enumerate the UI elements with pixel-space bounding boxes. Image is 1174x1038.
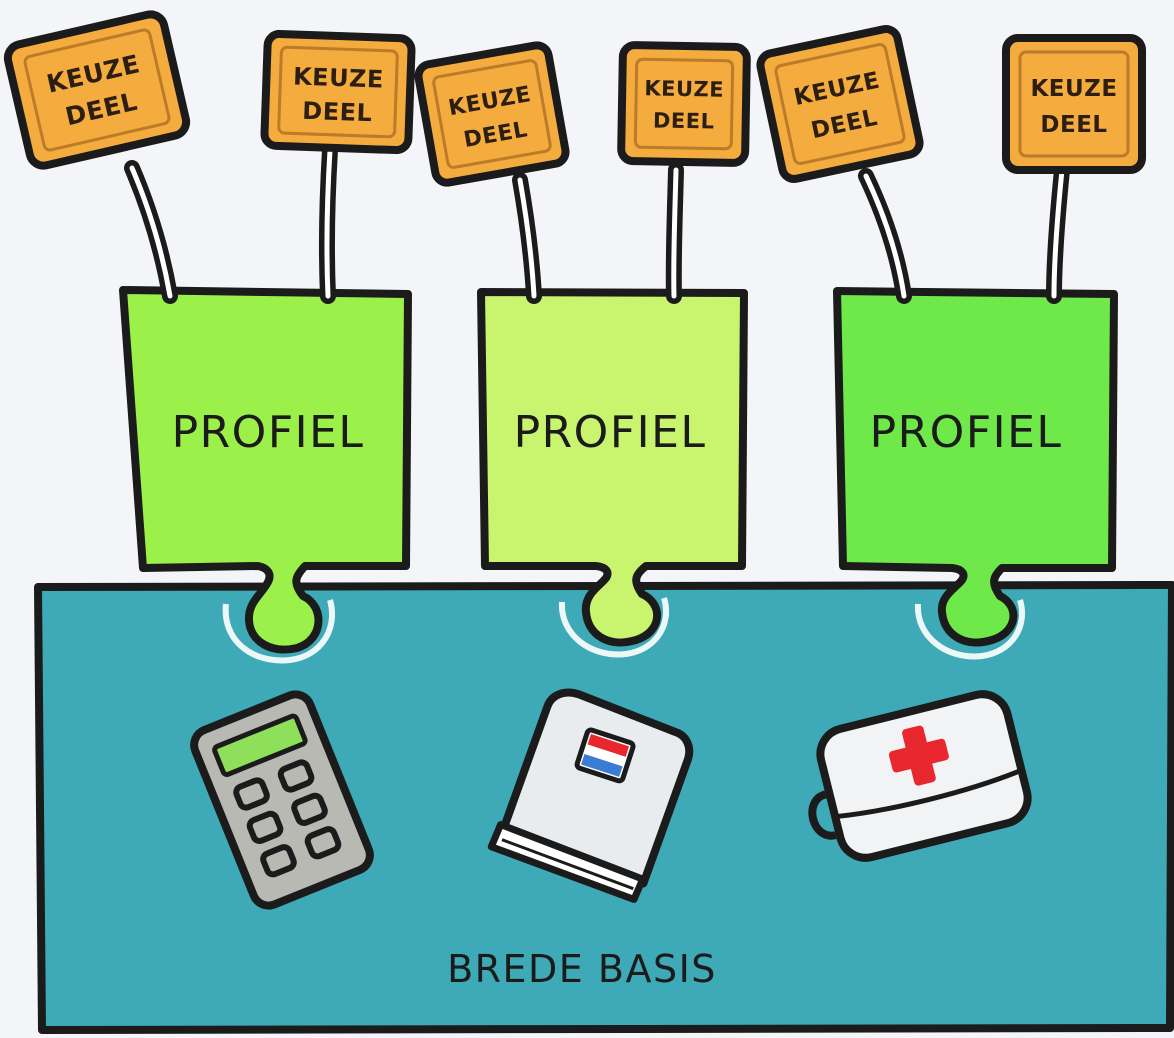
profiel-1-shape: [119, 286, 412, 654]
profiel-2-label: PROFIEL: [514, 407, 707, 458]
profiel-3-knob-halo: [914, 599, 1025, 660]
sign-4-line2: DEEL: [653, 108, 715, 133]
sign-6-line2: DEEL: [1040, 112, 1107, 138]
sign-2-line2: DEEL: [302, 97, 373, 127]
keuzedeel-sign-6: KEUZE DEEL: [1002, 34, 1146, 174]
keuzedeel-sign-2: KEUZE DEEL: [260, 29, 416, 155]
sign-6-line1: KEUZE: [1030, 76, 1117, 102]
keuzedeel-sign-1: KEUZE DEEL: [3, 10, 191, 170]
profiel-block-3: [833, 287, 1118, 660]
profiel-1-label: PROFIEL: [172, 407, 365, 458]
sign-4-line1: KEUZE: [644, 76, 724, 101]
profiel-block-1: [119, 286, 412, 664]
profiel-2-knob-halo: [558, 597, 669, 658]
sign-posts: [124, 142, 1070, 304]
sign-2-line1: KEUZE: [293, 62, 385, 93]
brede-basis-label: BREDE BASIS: [447, 947, 717, 991]
profiel-3-label: PROFIEL: [870, 407, 1063, 458]
profiel-1-knob-halo: [222, 599, 335, 664]
book-icon: [487, 688, 694, 903]
profiel-block-2: [477, 288, 748, 658]
profiel-3-shape: [833, 287, 1118, 647]
calculator-icon: [190, 690, 374, 910]
keuzedeel-sign-5: KEUZE DEEL: [756, 25, 924, 183]
keuzedeel-sign-4: KEUZE DEEL: [617, 41, 751, 167]
profiel-2-shape: [477, 288, 748, 647]
keuzedeel-sign-3: KEUZE DEEL: [414, 41, 570, 187]
first-aid-kit-icon: [808, 690, 1032, 862]
